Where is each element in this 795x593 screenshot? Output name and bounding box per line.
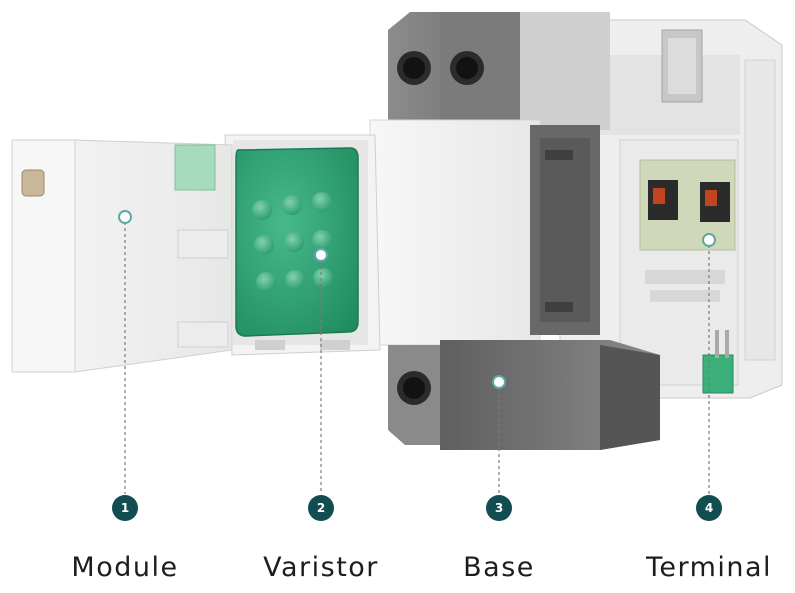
varistor-cartridge xyxy=(224,134,381,356)
module-body xyxy=(11,139,233,373)
callout-markers xyxy=(118,210,716,389)
callout-badge-1: 1 xyxy=(112,495,138,521)
callout-badge-3: 3 xyxy=(486,495,512,521)
label-terminal: Terminal xyxy=(645,552,773,583)
label-base: Base xyxy=(463,552,535,583)
callout-badge-4: 4 xyxy=(696,495,722,521)
callout-leaders xyxy=(124,222,710,494)
callout-badge-2: 2 xyxy=(308,495,334,521)
varistor-dimples xyxy=(252,192,333,292)
label-varistor: Varistor xyxy=(263,552,379,583)
terminal-housing xyxy=(559,19,783,399)
base-body xyxy=(369,12,660,450)
label-module: Module xyxy=(71,552,179,583)
